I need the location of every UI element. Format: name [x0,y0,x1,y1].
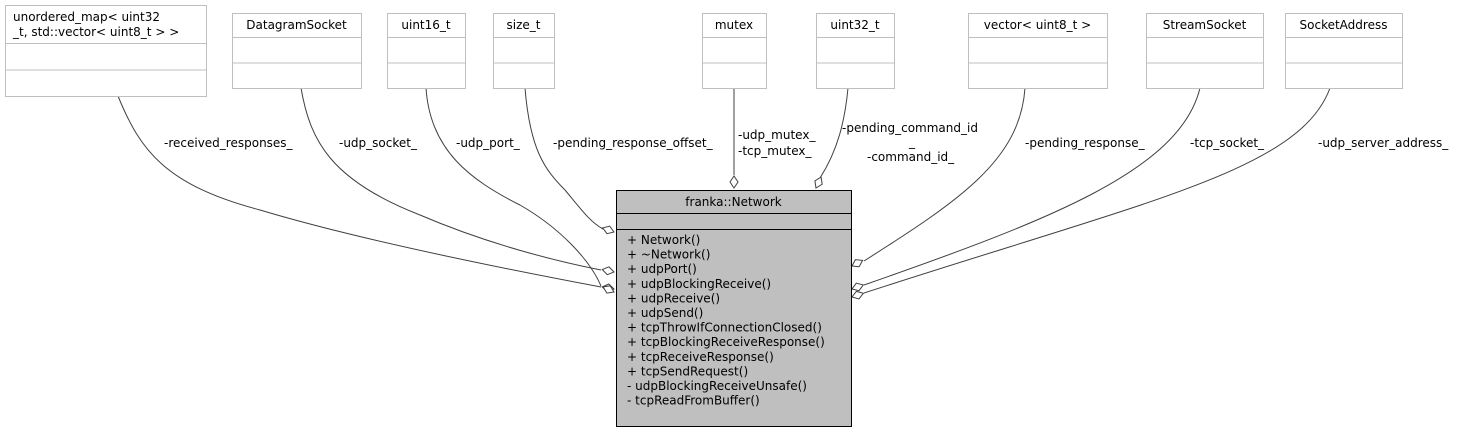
class-name: StreamSocket [1163,18,1247,32]
class-box-uint16-t[interactable]: uint16_t [387,13,466,89]
class-box-outline [816,13,895,89]
edge-label: -udp_mutex_ [738,128,816,142]
class-box-outline [1146,13,1264,89]
edge-label: -command_id_ [867,150,955,164]
method-entry: + ~Network() [627,248,710,262]
aggregation-diamond-icon [729,175,739,189]
edge-label: -received_responses_ [164,136,294,150]
association-line [863,87,1331,294]
class-box-unordered-map[interactable]: unordered_map< uint32_t, std::vector< ui… [5,5,207,97]
association-line [819,87,849,179]
class-name: unordered_map< uint32 [13,10,160,24]
aggregation-diamond-icon [814,176,823,189]
edge-size-t: -pending_response_offset_ [524,87,714,235]
class-name: uint16_t [401,18,451,32]
association-line [524,87,604,230]
class-box-size-t[interactable]: size_t [493,13,555,89]
class-name: SocketAddress [1300,18,1388,32]
edge-label: -udp_server_address_ [1318,136,1449,150]
class-name: mutex [715,18,753,32]
association-edges: -received_responses_ -udp_socket_ -udp_por… [117,87,1449,300]
edge-unordered-map: -received_responses_ [117,95,615,293]
edge-datagram-socket: -udp_socket_ [300,87,615,276]
aggregation-diamond-icon [601,266,615,276]
method-entry: + tcpBlockingReceiveResponse() [627,335,825,349]
aggregation-diamond-icon [601,225,615,235]
edge-label: -tcp_mutex_ [738,144,813,158]
class-box-outline [493,13,555,89]
edge-label: -tcp_socket_ [1190,136,1265,150]
class-name: size_t [507,18,541,32]
aggregation-diamond-icon [851,282,865,292]
class-box-franka-network[interactable]: franka::Network+ Network()+ ~Network()+ … [616,190,852,427]
class-box-datagram-socket[interactable]: DatagramSocket [232,13,362,89]
class-box-vector-uint8[interactable]: vector< uint8_t > [968,13,1108,89]
edge-mutex: -udp_mutex_ -tcp_mutex_ [729,88,816,189]
class-box-outline [1285,13,1403,89]
class-box-socket-address[interactable]: SocketAddress [1285,13,1403,89]
method-entry: - tcpReadFromBuffer() [627,394,760,408]
class-box-outline [968,13,1108,89]
class-box-outline [232,13,362,89]
aggregation-diamond-icon [602,285,615,294]
method-entry: + udpSend() [627,306,703,320]
association-line [425,87,602,287]
method-entry: + udpPort() [627,262,697,276]
edge-socket-address: -udp_server_address_ [851,87,1449,300]
edge-stream-socket: -tcp_socket_ [851,87,1265,292]
class-name: vector< uint8_t > [984,18,1091,32]
class-name: uint32_t [830,18,880,32]
related-class-boxes: unordered_map< uint32_t, std::vector< ui… [5,5,1403,97]
main-class-name: franka::Network [685,195,781,209]
method-entry: + tcpSendRequest() [627,364,748,378]
class-box-outline [702,13,767,89]
class-box-stream-socket[interactable]: StreamSocket [1146,13,1264,89]
edge-label: _ [908,135,916,149]
method-entry: + tcpThrowIfConnectionClosed() [627,321,822,335]
method-entry: + udpReceive() [627,291,720,305]
class-box-mutex[interactable]: mutex [702,13,767,89]
edge-vector-uint8: -pending_response_ [851,87,1146,268]
class-name: DatagramSocket [246,18,347,32]
class-box-outline [387,13,466,89]
main-class-box[interactable]: franka::Network+ Network()+ ~Network()+ … [616,190,852,427]
method-entry: + udpBlockingReceive() [627,277,771,291]
method-entry: - udpBlockingReceiveUnsafe() [627,379,807,393]
association-line [863,87,1026,262]
class-box-outline [5,5,207,97]
method-entry: + Network() [627,233,700,247]
class-name: _t, std::vector< uint8_t > > [12,25,179,39]
edge-label: -pending_response_ [1025,136,1146,150]
aggregation-diamond-icon [851,259,864,268]
edge-uint32-t: -pending_command_id_-command_id_ [814,87,978,189]
association-line [863,87,1201,286]
association-line [117,95,602,288]
edge-label: -pending_command_id [842,121,978,135]
edge-label: -pending_response_offset_ [553,136,714,150]
edge-label: -udp_socket_ [339,136,418,150]
method-entry: + tcpReceiveResponse() [627,350,774,364]
aggregation-diamond-icon [851,290,865,300]
edge-uint16-t: -udp_port_ [425,87,615,294]
class-box-uint32-t[interactable]: uint32_t [816,13,895,89]
association-line [300,87,602,271]
edge-label: -udp_port_ [456,136,521,150]
